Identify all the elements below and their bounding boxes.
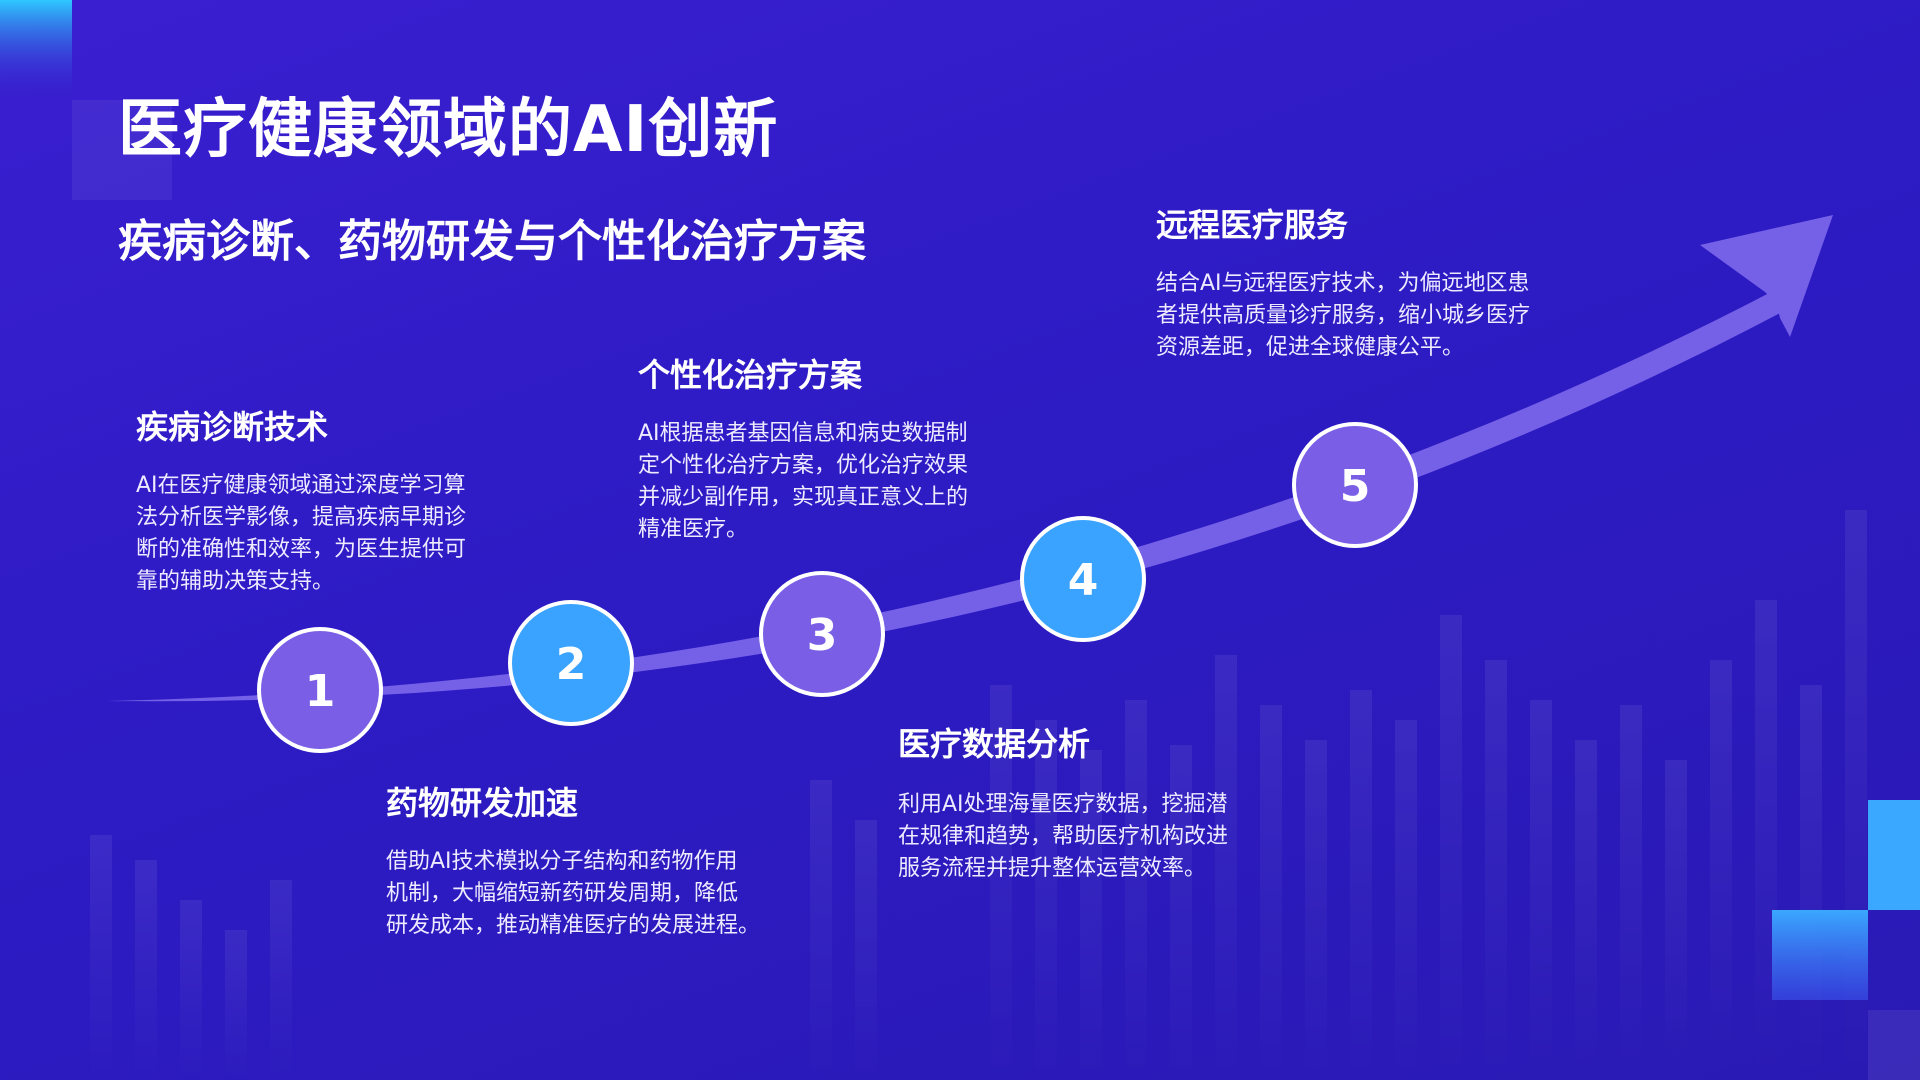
corner-square-right [1868, 800, 1920, 910]
step-5-desc: 结合AI与远程医疗技术，为偏远地区患 者提供高质量诊疗服务，缩小城乡医疗 资源差… [1156, 271, 1531, 360]
step-node-3: 3 [759, 571, 885, 697]
corner-square-faint [1868, 1010, 1920, 1080]
growth-arrow-head [1700, 215, 1833, 337]
step-node-circle [508, 600, 634, 726]
step-node-circle [257, 627, 383, 753]
step-node-number: 3 [807, 610, 838, 661]
step-node-circle [1020, 516, 1146, 642]
step-node-1: 1 [257, 627, 383, 753]
step-2-desc: 借助AI技术模拟分子结构和药物作用 机制，大幅缩短新药研发周期，降低 研发成本，… [386, 849, 761, 938]
step-node-circle [759, 571, 885, 697]
step-4-desc: 利用AI处理海量医疗数据，挖掘潜 在规律和趋势，帮助医疗机构改进 服务流程并提升… [898, 792, 1229, 881]
step-2-title: 药物研发加速 [386, 784, 579, 822]
corner-accent [0, 0, 72, 100]
corner-square [72, 100, 172, 200]
corner-square-bottom [1772, 910, 1868, 1000]
step-node-number: 1 [305, 666, 336, 717]
step-node-number: 2 [556, 639, 587, 690]
step-1-title: 疾病诊断技术 [136, 408, 329, 446]
step-node-number: 4 [1068, 555, 1099, 606]
step-1-desc: AI在医疗健康领域通过深度学习算 法分析医学影像，提高疾病早期诊 断的准确性和效… [136, 473, 467, 594]
step-3-desc: AI根据患者基因信息和病史数据制 定个性化治疗方案，优化治疗效果 并减少副作用，… [638, 421, 969, 542]
step-3-title: 个性化治疗方案 [638, 356, 863, 394]
step-node-circle [1292, 422, 1418, 548]
page-title: 医疗健康领域的AI创新 [118, 93, 779, 167]
step-node-2: 2 [508, 600, 634, 726]
step-node-4: 4 [1020, 516, 1146, 642]
step-5-title: 远程医疗服务 [1156, 206, 1349, 244]
step-node-number: 5 [1340, 461, 1371, 512]
page-subtitle: 疾病诊断、药物研发与个性化治疗方案 [118, 216, 866, 267]
step-node-5: 5 [1292, 422, 1418, 548]
step-4-title: 医疗数据分析 [898, 725, 1091, 763]
